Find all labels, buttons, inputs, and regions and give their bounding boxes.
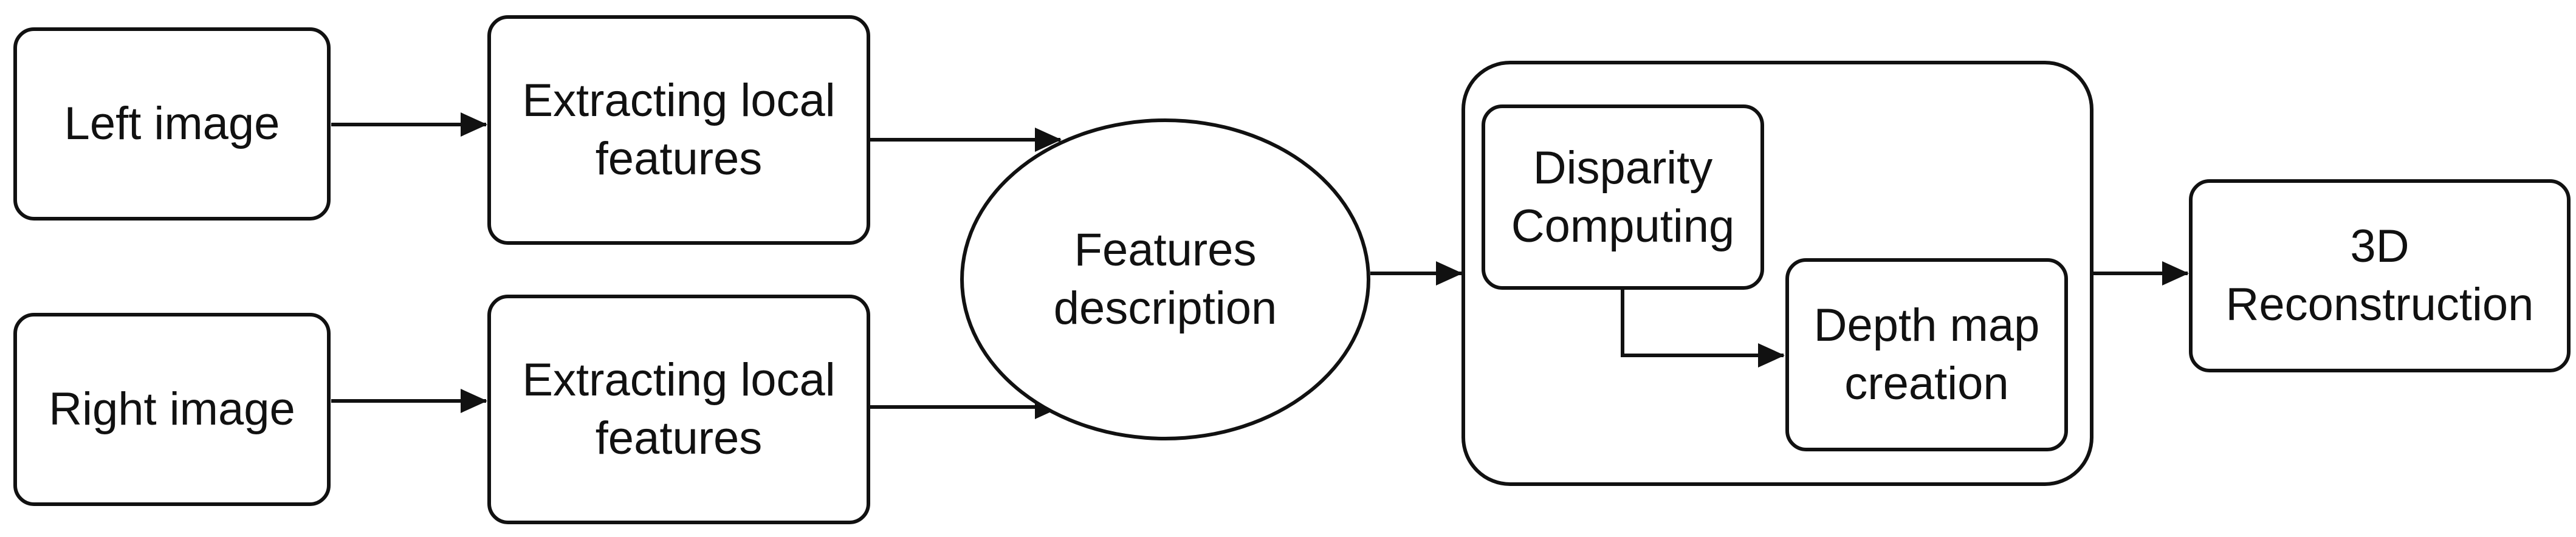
right-image-node: Right image: [13, 313, 331, 506]
right-image-label: Right image: [49, 383, 295, 435]
left-image-label: Left image: [64, 98, 280, 149]
extract-bottom-node: Extracting local features: [487, 295, 870, 524]
disparity-node: Disparity Computing: [1482, 104, 1764, 290]
disparity-label: Disparity Computing: [1511, 142, 1735, 252]
reconstruction-label: 3D Reconstruction: [2225, 221, 2534, 330]
features-description-label: Features description: [1053, 224, 1277, 334]
depth-map-node: Depth map creation: [1785, 258, 2068, 451]
stereo-processing-group: [1461, 61, 2093, 486]
arrow-disparity-to-depth: [1621, 289, 1785, 368]
extract-top-label: Extracting local features: [522, 75, 836, 185]
reconstruction-node: 3D Reconstruction: [2189, 179, 2571, 372]
depth-map-label: Depth map creation: [1813, 299, 2040, 409]
extract-bottom-label: Extracting local features: [522, 354, 836, 464]
left-image-node: Left image: [13, 27, 331, 221]
extract-top-node: Extracting local features: [487, 15, 870, 245]
features-description-node: Features description: [960, 118, 1370, 440]
